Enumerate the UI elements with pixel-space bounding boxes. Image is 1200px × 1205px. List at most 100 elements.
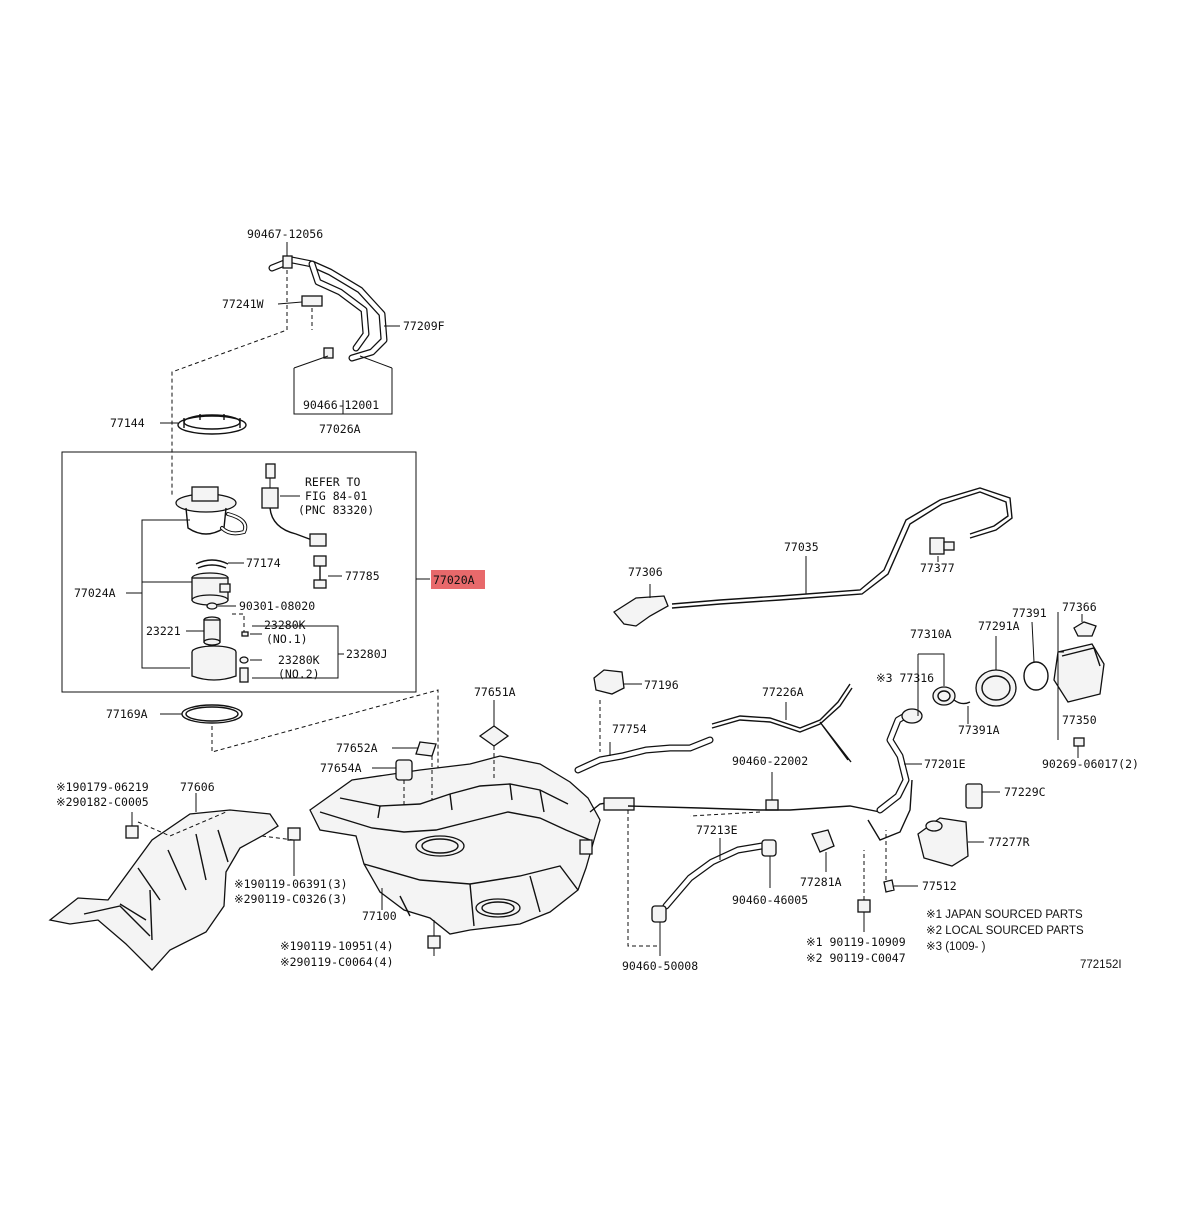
label-77291a: 77291A <box>978 619 1020 633</box>
label-refer-line1: REFER TO <box>305 475 360 489</box>
label-90182-c0005: ※290182-C0005 <box>56 795 149 809</box>
filter-23280k-2 <box>239 656 249 664</box>
protector-77277r <box>917 817 969 867</box>
label-77316: ※3 77316 <box>876 671 934 685</box>
label-90119-c0047: ※2 90119-C0047 <box>806 951 906 965</box>
gasket-77169a <box>181 704 243 724</box>
label-77241w: 77241W <box>222 297 264 311</box>
lock-ring-77144 <box>177 414 247 435</box>
lock-77377 <box>929 537 955 555</box>
label-23280j: 23280J <box>346 647 388 661</box>
label-77306: 77306 <box>628 565 663 579</box>
bolt-90119-10909 <box>857 899 871 932</box>
label-77391a: 77391A <box>958 723 1000 737</box>
nut-90179 <box>125 825 139 839</box>
label-77169a: 77169A <box>106 707 148 721</box>
bolt-90119-06391 <box>287 827 301 876</box>
label-90119-06391: ※190119-06391(3) <box>234 877 348 891</box>
bracket-77281a <box>811 829 835 853</box>
label-77196: 77196 <box>644 678 679 692</box>
heat-insulator-77606 <box>48 809 279 971</box>
clamp-90460-50008 <box>651 905 667 923</box>
tether-77391a <box>953 699 971 705</box>
vent-pipe <box>627 805 881 813</box>
highlight-77020a <box>431 570 485 589</box>
label-90119-c0064: ※290119-C0064(4) <box>280 955 394 969</box>
screw-90269 <box>1073 737 1085 747</box>
label-77024a: 77024A <box>74 586 116 600</box>
label-90269-06017: 90269-06017(2) <box>1042 757 1139 771</box>
label-90460-50008: 90460-50008 <box>622 959 698 973</box>
legend-notes: ※1 JAPAN SOURCED PARTS ※2 LOCAL SOURCED … <box>926 909 1122 971</box>
label-77350: 77350 <box>1062 713 1097 727</box>
label-77785: 77785 <box>345 569 380 583</box>
label-77281a: 77281A <box>800 875 842 889</box>
cushion-77654a <box>395 759 413 781</box>
clamp-90460-46005 <box>761 839 777 857</box>
note-local-sourced: ※2 LOCAL SOURCED PARTS <box>926 925 1084 937</box>
clamp-77241w <box>301 295 323 307</box>
label-90119-10909: ※1 90119-10909 <box>806 935 906 949</box>
label-77020a: 77020A <box>433 573 475 587</box>
label-77310a: 77310A <box>910 627 952 641</box>
opener-lever-77306 <box>613 595 669 627</box>
label-90119-c0326: ※290119-C0326(3) <box>234 892 348 906</box>
part-labels: 90467-12056 77241W 77209F 90466-12001 77… <box>56 227 1139 973</box>
label-77654a: 77654A <box>320 761 362 775</box>
label-90179-06219: ※190179-06219 <box>56 780 149 794</box>
label-77606: 77606 <box>180 780 215 794</box>
label-90467-12056: 90467-12056 <box>247 227 323 241</box>
bracket-77196 <box>593 669 625 695</box>
label-77512: 77512 <box>922 879 957 893</box>
gasket-77391 <box>1023 661 1049 691</box>
fuel-tank-77100 <box>309 755 601 935</box>
wire-harness <box>261 463 327 547</box>
label-90119-10951: ※190119-10951(4) <box>280 939 394 953</box>
label-refer-line2: FIG 84-01 <box>305 489 367 503</box>
tube-77226a <box>711 683 853 763</box>
filter-23280k-1 <box>241 631 249 637</box>
label-77026a: 77026A <box>319 422 361 436</box>
pump-assembly-frame <box>61 451 417 693</box>
label-77229c: 77229C <box>1004 785 1046 799</box>
label-23280k-2: 23280K <box>278 653 320 667</box>
pump-case <box>191 645 249 683</box>
hose-77754 <box>574 736 714 774</box>
pump-flange <box>175 486 248 536</box>
clamp-90460-22002 <box>765 799 779 811</box>
figure-id: 772152I <box>1080 959 1122 971</box>
label-77213e: 77213E <box>696 823 738 837</box>
fuel-door-77350 <box>1053 643 1105 703</box>
ring-77291a <box>975 669 1017 707</box>
sender-77785 <box>313 555 327 589</box>
tank-neck <box>603 797 635 811</box>
valve-77229c <box>965 783 983 809</box>
label-77209f: 77209F <box>403 319 445 333</box>
spring-77366 <box>1073 621 1097 637</box>
label-77277r: 77277R <box>988 835 1030 849</box>
label-77201e: 77201E <box>924 757 966 771</box>
fuel-tube-77209f <box>268 256 388 362</box>
label-77174: 77174 <box>246 556 281 570</box>
label-90460-22002: 90460-22002 <box>732 754 808 768</box>
label-77391: 77391 <box>1012 606 1047 620</box>
label-no1: (NO.1) <box>266 632 308 646</box>
label-77377: 77377 <box>920 561 955 575</box>
label-77652a: 77652A <box>336 741 378 755</box>
bolt-90467-12056 <box>282 255 293 269</box>
label-77100: 77100 <box>362 909 397 923</box>
opener-cable-77035 <box>671 487 1013 609</box>
fuel-filter-77024a <box>191 572 231 606</box>
cap-77316 <box>932 686 956 706</box>
hose-77213e <box>662 842 766 910</box>
bolt-90466-12001 <box>323 347 334 359</box>
label-77651a: 77651A <box>474 685 516 699</box>
label-refer-line3: (PNC 83320) <box>298 503 374 517</box>
label-77366: 77366 <box>1062 600 1097 614</box>
label-23221: 23221 <box>146 624 181 638</box>
bolt-90119-10951 <box>427 920 441 956</box>
filler-pipe-77201e <box>867 708 923 841</box>
pad-77651a <box>478 725 510 747</box>
clip-77512 <box>883 879 895 893</box>
